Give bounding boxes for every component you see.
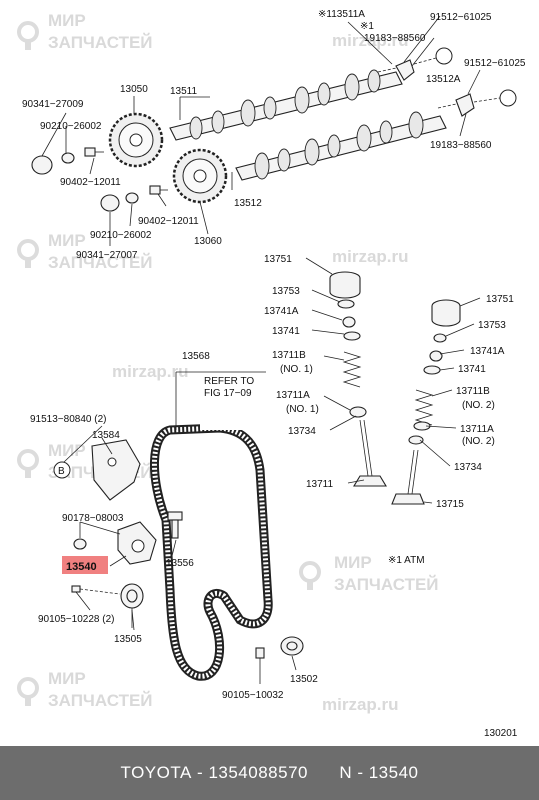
label-13753-b: 13753 xyxy=(478,320,506,331)
label-no2-a: (NO. 2) xyxy=(462,400,495,411)
watermark-logo-icon xyxy=(299,561,321,590)
label-no1-a: (NO. 1) xyxy=(280,364,313,375)
label-13505: 13505 xyxy=(114,634,142,645)
label-13734-a: 13734 xyxy=(288,426,316,437)
label-19183-88560-b: 19183−88560 xyxy=(430,140,492,151)
label-90210-26002-b: 90210−26002 xyxy=(90,230,152,241)
watermark-ru-7: МИР xyxy=(334,553,372,572)
watermark-ru-2: ЗАПЧАСТЕЙ xyxy=(48,33,153,52)
parts-diagram: МИР ЗАПЧАСТЕЙ mirzap.ru МИР ЗАПЧАСТЕЙ mi… xyxy=(17,9,526,739)
label-13512: 13512 xyxy=(234,198,262,209)
leader-lines xyxy=(41,15,481,684)
watermark-ru-3: МИР xyxy=(48,231,86,250)
camshaft-upper xyxy=(169,69,403,141)
watermark-site-4: mirzap.ru xyxy=(322,695,399,714)
label-90402-12011-b: 90402−12011 xyxy=(138,216,199,227)
label-90105-10228: 90105−10228 (2) xyxy=(38,614,114,625)
watermark-group: МИР ЗАПЧАСТЕЙ mirzap.ru МИР ЗАПЧАСТЕЙ mi… xyxy=(17,11,439,714)
label-13741-a: 13741 xyxy=(272,326,300,337)
label-refer-to: REFER TO xyxy=(204,376,254,387)
label-91513-80840: 91513−80840 (2) xyxy=(30,414,106,425)
watermark-ru-1: МИР xyxy=(48,11,86,30)
label-13050: 13050 xyxy=(120,84,148,95)
label-13741A-b: 13741A xyxy=(470,346,505,357)
atm-sensor-parts xyxy=(377,47,517,117)
watermark-logo-icon xyxy=(17,239,39,268)
circle-b-label: B xyxy=(58,466,65,477)
footer-part-number: 1354088570 xyxy=(208,763,308,782)
label-90402-12011-a: 90402−12011 xyxy=(60,177,121,188)
valve-assembly-no1 xyxy=(329,271,387,487)
label-13711: 13711 xyxy=(306,479,334,490)
label-fig-17-09: FIG 17−09 xyxy=(204,388,252,399)
label-91512-61025-a: 91512−61025 xyxy=(430,12,492,23)
label-13741-b: 13741 xyxy=(458,364,486,375)
label-13751-a: 13751 xyxy=(264,254,292,265)
watermark-ru-10: ЗАПЧАСТЕЙ xyxy=(48,691,153,710)
label-note1: ※1 xyxy=(360,21,374,32)
label-19183-88560-a: 19183−88560 xyxy=(364,33,426,44)
label-90341-27007: 90341−27007 xyxy=(76,250,138,261)
label-figure-number: 130201 xyxy=(484,728,518,739)
highlight-box-13540 xyxy=(62,556,108,574)
label-90341-27009: 90341−27009 xyxy=(22,99,84,110)
label-90210-26002-a: 90210−26002 xyxy=(40,121,102,132)
label-13512A: 13512A xyxy=(426,74,461,85)
bolts-and-plugs-left xyxy=(31,147,168,212)
label-13511: 13511 xyxy=(170,86,198,97)
label-no2-b: (NO. 2) xyxy=(462,436,495,447)
idler-pulley-13540 xyxy=(73,511,183,565)
camshaft-gear-13050 xyxy=(108,112,164,168)
label-13711B-a: 13711B xyxy=(272,350,306,361)
footer-separator-1: - xyxy=(191,763,209,782)
watermark-ru-9: МИР xyxy=(48,669,86,688)
label-13540-highlight: 13540 xyxy=(66,561,97,573)
label-no1-b: (NO. 1) xyxy=(286,404,319,415)
circle-b-marker: B xyxy=(53,461,71,479)
timing-belt-13568 xyxy=(149,371,273,681)
watermark-logo-icon xyxy=(17,449,39,478)
label-13715: 13715 xyxy=(436,499,464,510)
watermark-ru-5: МИР xyxy=(48,441,86,460)
label-13753-a: 13753 xyxy=(272,286,300,297)
label-13751-b: 13751 xyxy=(486,294,514,305)
label-13584: 13584 xyxy=(92,430,120,441)
footer-part-name: N - 13540 xyxy=(339,763,419,782)
watermark-ru-8: ЗАПЧАСТЕЙ xyxy=(334,575,439,594)
label-13568: 13568 xyxy=(182,351,210,362)
watermark-site-1: mirzap.ru xyxy=(332,31,409,50)
label-13741A-a: 13741A xyxy=(264,306,299,317)
camshaft-lower xyxy=(235,111,447,181)
tensioner-bracket-13584 xyxy=(91,439,141,501)
part-info-footer: TOYOTA - 1354088570 N - 13540 xyxy=(0,746,539,800)
watermark-site-2: mirzap.ru xyxy=(332,247,409,266)
label-13502: 13502 xyxy=(290,674,318,685)
label-113511A: ※113511A xyxy=(318,9,365,20)
watermark-logo-icon xyxy=(17,21,39,50)
part-labels: ※113511A ※1 91512−61025 19183−88560 9151… xyxy=(22,9,526,739)
crank-pulley-13502 xyxy=(255,636,304,659)
footer-brand: TOYOTA xyxy=(120,763,192,782)
label-90178-08003: 90178−08003 xyxy=(62,513,124,524)
label-90105-10032: 90105−10032 xyxy=(222,690,284,701)
label-13711A-a: 13711A xyxy=(276,390,310,401)
label-13556: 13556 xyxy=(166,558,194,569)
label-91512-61025-b: 91512−61025 xyxy=(464,58,526,69)
valve-assembly-no2 xyxy=(391,299,461,505)
watermark-site-3: mirzap.ru xyxy=(112,362,189,381)
watermark-logo-icon xyxy=(17,677,39,706)
camshaft-gear-13060 xyxy=(172,148,228,204)
label-note-atm: ※1 ATM xyxy=(388,555,425,566)
label-13060: 13060 xyxy=(194,236,222,247)
label-13711B-b: 13711B xyxy=(456,386,490,397)
footer-gap xyxy=(308,763,339,783)
label-13711A-b: 13711A xyxy=(460,424,494,435)
label-13734-b: 13734 xyxy=(454,462,482,473)
watermark-ru-4: ЗАПЧАСТЕЙ xyxy=(48,253,153,272)
